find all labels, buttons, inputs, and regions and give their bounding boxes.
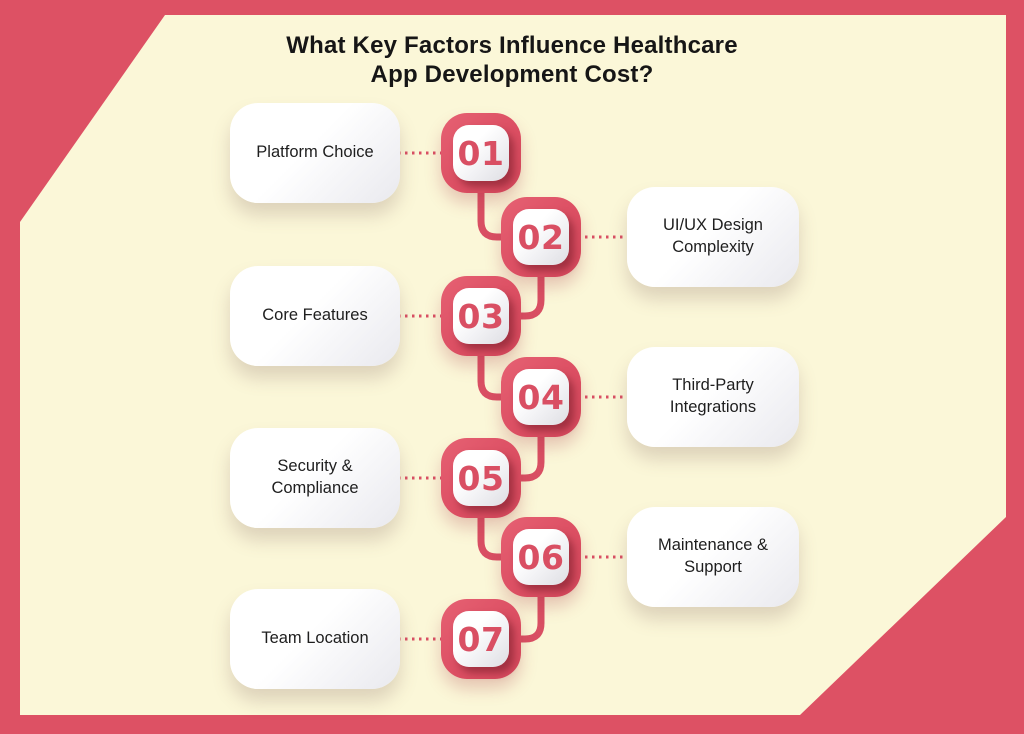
factor-label: Team Location [261, 629, 369, 648]
step-number: 04 [517, 377, 565, 417]
step-number-plate: 07 [453, 611, 509, 667]
badge-connector-5-6 [477, 495, 534, 561]
factor-label: Platform Choice [256, 143, 374, 162]
factor-card-core-features: Core Features [230, 266, 400, 366]
factor-card-uiux-design-complexity: UI/UX Design Complexity [627, 187, 799, 287]
badge-connector-1-2 [477, 171, 534, 241]
factor-label: Core Features [262, 306, 368, 325]
step-number-plate: 03 [453, 288, 509, 344]
badge-connector-3-4 [477, 333, 534, 401]
step-badge-05: 05 [441, 438, 521, 518]
step-number-plate: 06 [513, 529, 569, 585]
step-badge-04: 04 [501, 357, 581, 437]
step-number-plate: 04 [513, 369, 569, 425]
step-number: 02 [517, 217, 565, 257]
factor-card-security-compliance: Security & Compliance [230, 428, 400, 528]
factor-label: Maintenance & Support [657, 536, 769, 576]
step-number: 03 [457, 296, 505, 336]
step-number: 05 [457, 458, 505, 498]
factor-card-team-location: Team Location [230, 589, 400, 689]
step-number-plate: 01 [453, 125, 509, 181]
badge-connector-4-5 [491, 414, 545, 482]
factor-card-platform-choice: Platform Choice [230, 103, 400, 203]
badge-connector-6-7 [491, 574, 545, 643]
page-title-line1: What Key Factors Influence Healthcare [286, 32, 738, 59]
step-number-plate: 02 [513, 209, 569, 265]
factor-label: UI/UX Design Complexity [663, 216, 763, 256]
factor-label: Third-Party Integrations [669, 376, 757, 416]
step-badge-06: 06 [501, 517, 581, 597]
factor-card-maintenance-support: Maintenance & Support [627, 507, 799, 607]
factor-label: Security & Compliance [271, 457, 359, 497]
step-badge-03: 03 [441, 276, 521, 356]
badge-connector-2-3 [491, 254, 545, 320]
page-title-line2: App Development Cost? [370, 61, 654, 88]
step-number: 07 [457, 619, 505, 659]
step-badge-01: 01 [441, 113, 521, 193]
step-number-plate: 05 [453, 450, 509, 506]
step-number: 06 [517, 537, 565, 577]
step-number: 01 [457, 133, 505, 173]
step-badge-07: 07 [441, 599, 521, 679]
factor-card-third-party-integrations: Third-Party Integrations [627, 347, 799, 447]
page-title: What Key Factors Influence Healthcare Ap… [0, 31, 1024, 89]
step-badge-02: 02 [501, 197, 581, 277]
